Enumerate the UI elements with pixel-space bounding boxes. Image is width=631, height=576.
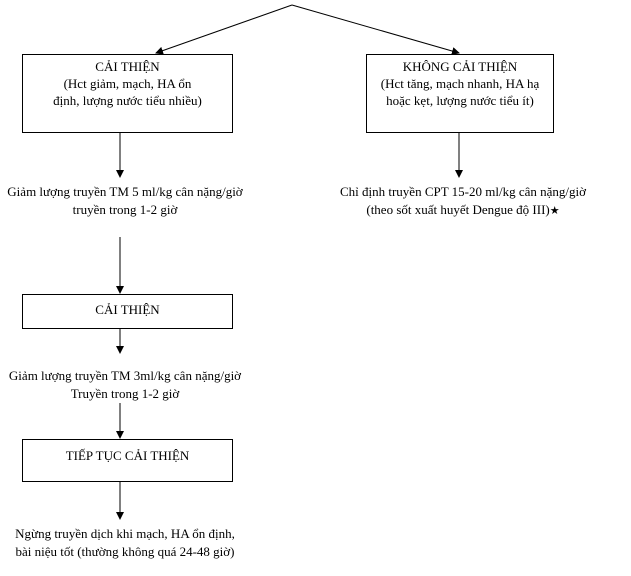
step1-line1: Giảm lượng truyền TM 5 ml/kg cân nặng/gi… xyxy=(7,184,243,199)
improved-box-2: CẢI THIỆN xyxy=(22,294,233,329)
improved-title: CẢI THIỆN xyxy=(95,59,160,74)
step3-line1: Ngừng truyền dịch khi mạch, HA ổn định, xyxy=(15,526,235,541)
step2-line1: Giảm lượng truyền TM 3ml/kg cân nặng/giờ xyxy=(8,368,242,383)
split-arrow-right xyxy=(291,4,460,55)
step2-line2: Truyền trong 1-2 giờ xyxy=(70,386,180,401)
not-improved-box: KHÔNG CẢI THIỆN (Hct tăng, mạch nhanh, H… xyxy=(366,54,554,133)
step1-line2: truyền trong 1-2 giờ xyxy=(72,202,178,217)
improved-title-2: CẢI THIỆN xyxy=(95,302,160,317)
continued-improvement-box: TIẾP TỤC CẢI THIỆN xyxy=(22,439,233,482)
step1-instruction: Giảm lượng truyền TM 5 ml/kg cân nặng/gi… xyxy=(0,183,250,219)
continued-improvement-title: TIẾP TỤC CẢI THIỆN xyxy=(65,448,190,463)
improved-detail-line1: (Hct giảm, mạch, HA ổn xyxy=(63,76,192,91)
step3-line2: bài niệu tốt (thường không quá 24-48 giờ… xyxy=(15,544,235,559)
not-improved-detail-line2: hoặc kẹt, lượng nước tiểu ít) xyxy=(386,93,534,108)
right-step1-line2-wrap: (theo sốt xuất huyết Dengue độ III)★ xyxy=(308,201,618,220)
improved-detail-line2: định, lượng nước tiểu nhiều) xyxy=(53,93,202,108)
split-arrow-left xyxy=(155,4,293,55)
step3-instruction: Ngừng truyền dịch khi mạch, HA ổn định, … xyxy=(0,525,250,561)
right-step1-instruction: Chỉ định truyền CPT 15-20 ml/kg cân nặng… xyxy=(308,183,618,220)
not-improved-title: KHÔNG CẢI THIỆN xyxy=(402,59,518,74)
step2-instruction: Giảm lượng truyền TM 3ml/kg cân nặng/giờ… xyxy=(0,367,250,403)
not-improved-detail-line1: (Hct tăng, mạch nhanh, HA hạ xyxy=(380,76,540,91)
right-step1-line2: (theo sốt xuất huyết Dengue độ III) xyxy=(366,202,550,217)
right-step1-line1: Chỉ định truyền CPT 15-20 ml/kg cân nặng… xyxy=(339,184,587,199)
improved-box: CẢI THIỆN (Hct giảm, mạch, HA ổn định, l… xyxy=(22,54,233,133)
star-icon: ★ xyxy=(549,204,560,217)
